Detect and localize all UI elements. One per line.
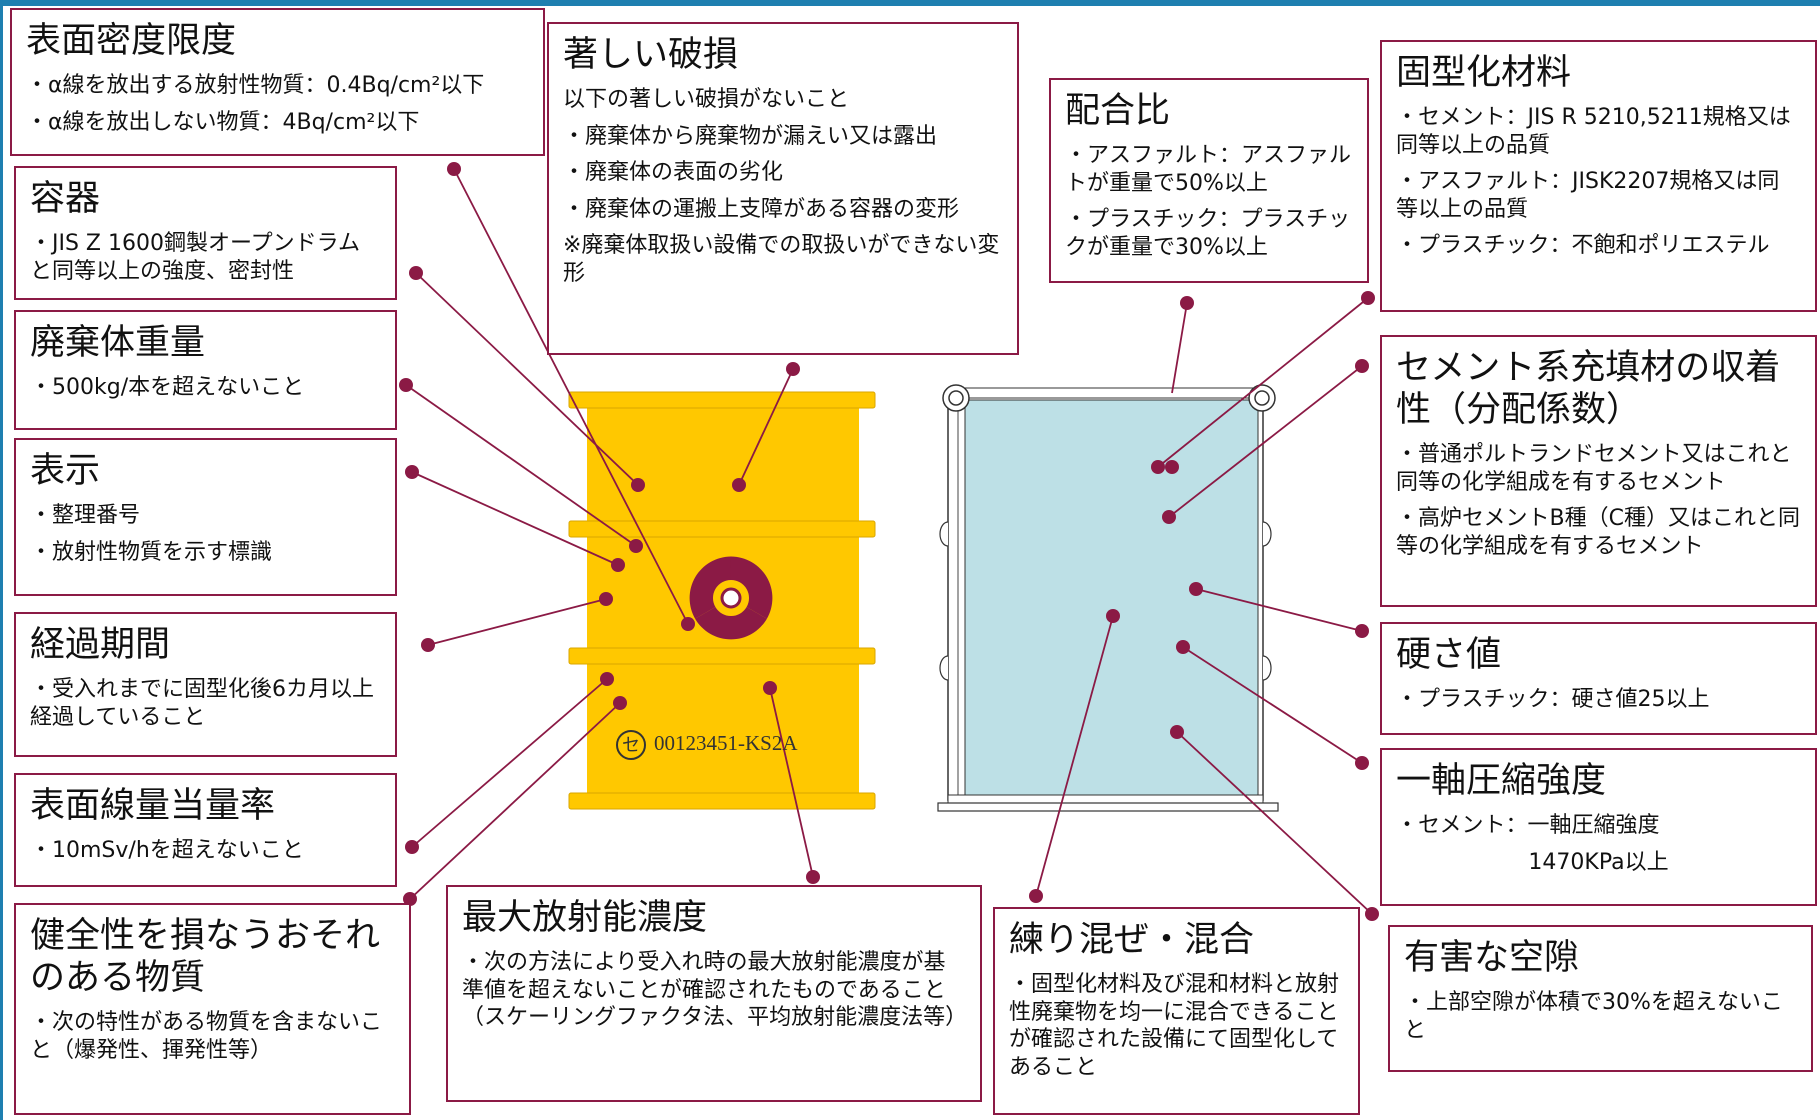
box-sorption: セメント系充填材の収着性（分配係数） ・普通ポルトランドセメント又はこれと同等の…	[1380, 335, 1817, 607]
box-item: ・放射性物質を示す標識	[30, 539, 273, 565]
box-strength: 一軸圧縮強度 ・セメント：一軸圧縮強度 1470KPa以上	[1380, 748, 1817, 906]
box-item: ・廃棄体から廃棄物が漏えい又は露出	[563, 123, 938, 149]
box-item: ・アスファルト：アスファルトが重量で50%以上	[1065, 143, 1352, 196]
leader-hardness	[1195, 588, 1363, 632]
box-title: 最大放射能濃度	[462, 898, 708, 938]
leader-dose-rate	[411, 678, 608, 848]
serial-number: 00123451-KS2A	[654, 730, 798, 755]
box-item: ・プラスチック：プラスチックが重量で30%以上	[1065, 207, 1351, 260]
box-item: ・次の方法により受入れ時の最大放射能濃度が基準値を超えないことが確認されたもので…	[462, 950, 968, 1030]
leader-mix-ratio	[1171, 302, 1188, 394]
box-item: ・整理番号	[30, 503, 141, 528]
box-title: 容器	[30, 179, 101, 219]
box-dose-rate: 表面線量当量率 ・10mSv/hを超えないこと	[14, 773, 397, 887]
box-item: ・廃棄体の運搬上支障がある容器の変形	[563, 196, 960, 222]
box-item: ・500kg/本を超えないこと	[30, 375, 305, 400]
radiation-trefoil-icon	[689, 556, 773, 640]
leader-label	[411, 471, 619, 566]
box-container: 容器 ・JIS Z 1600鋼製オープンドラムと同等以上の強度、密封性	[14, 166, 397, 300]
box-item: ・α線を放出しない物質：4Bq/cm²以下	[26, 109, 420, 135]
box-material: 固型化材料 ・セメント：JIS R 5210,5211規格又は同等以上の品質 ・…	[1380, 40, 1817, 312]
block-base	[937, 802, 1279, 812]
box-elapsed: 経過期間 ・受入れまでに固型化後6カ月以上経過していること	[14, 612, 397, 757]
leader-sorption	[1168, 365, 1363, 518]
box-item: ・受入れまでに固型化後6カ月以上経過していること	[30, 677, 374, 730]
box-item: ・セメント：一軸圧縮強度	[1396, 813, 1660, 838]
box-item: ・次の特性がある物質を含まないこと（爆発性、揮発性等）	[30, 1010, 383, 1063]
leader-elapsed	[427, 598, 607, 646]
box-title: 廃棄体重量	[30, 323, 206, 363]
box-item: ・セメント：JIS R 5210,5211規格又は同等以上の品質	[1396, 105, 1791, 158]
serial-mark: セ	[616, 730, 646, 760]
box-title: 配合比	[1065, 91, 1171, 131]
box-title: 有害な空隙	[1404, 938, 1580, 978]
leader-damage	[738, 368, 794, 486]
box-item: ・アスファルト：JISK2207規格又は同等以上の品質	[1396, 169, 1780, 222]
box-item: ・普通ポルトランドセメント又はこれと同等の化学組成を有するセメント	[1396, 442, 1792, 495]
box-mix-ratio: 配合比 ・アスファルト：アスファルトが重量で50%以上 ・プラスチック：プラスチ…	[1049, 78, 1369, 283]
box-title: 一軸圧縮強度	[1396, 761, 1607, 801]
box-title: 著しい破損	[563, 35, 739, 75]
drum-rib-lower	[568, 647, 876, 665]
drum-rib-upper	[568, 520, 876, 538]
box-item: ・10mSv/hを超えないこと	[30, 838, 304, 863]
drum-serial-label: セ 00123451-KS2A	[616, 730, 798, 760]
leader-max-activity	[769, 687, 814, 878]
box-hardness: 硬さ値 ・プラスチック：硬さ値25以上	[1380, 622, 1817, 735]
box-item: ・プラスチック：硬さ値25以上	[1396, 687, 1710, 712]
box-item: ・プラスチック：不飽和ポリエステル	[1396, 233, 1770, 258]
box-item: ・JIS Z 1600鋼製オープンドラムと同等以上の強度、密封性	[30, 231, 361, 284]
leader-container	[415, 272, 639, 486]
box-item: ※廃棄体取扱い設備での取扱いができない変形	[563, 233, 1000, 286]
drum-top-rim	[568, 391, 876, 409]
leader-surface-density	[453, 168, 689, 625]
left-frame-bar	[0, 0, 3, 1120]
leader-dots	[399, 162, 1379, 921]
block-fill	[964, 399, 1259, 796]
leader-material	[1157, 297, 1369, 468]
box-damage: 著しい破損 以下の著しい破損がないこと ・廃棄体から廃棄物が漏えい又は露出 ・廃…	[547, 22, 1019, 355]
leader-lines	[405, 168, 1373, 915]
box-title: 健全性を損なうおそれのある物質	[30, 916, 381, 998]
box-item: ・上部空隙が体積で30%を超えないこと	[1404, 990, 1783, 1043]
box-title: 表示	[30, 451, 101, 491]
box-item: ・高炉セメントB種（C種）又はこれと同等の化学組成を有するセメント	[1396, 506, 1801, 559]
leader-void	[1176, 731, 1373, 915]
box-max-activity: 最大放射能濃度 ・次の方法により受入れ時の最大放射能濃度が基準値を超えないことが…	[446, 885, 982, 1102]
box-title: 硬さ値	[1396, 635, 1502, 675]
box-kneading: 練り混ぜ・混合 ・固型化材料及び混和材料と放射性廃棄物を均一に混合できることが確…	[993, 907, 1360, 1115]
box-item: 1470KPa以上	[1528, 849, 1669, 875]
box-label: 表示 ・整理番号 ・放射性物質を示す標識	[14, 438, 397, 596]
box-void: 有害な空隙 ・上部空隙が体積で30%を超えないこと	[1388, 925, 1813, 1072]
box-surface-density: 表面密度限度 ・α線を放出する放射性物質：0.4Bq/cm²以下 ・α線を放出し…	[10, 8, 545, 156]
box-title: 固型化材料	[1396, 53, 1572, 93]
solidified-block	[937, 384, 1279, 812]
box-title: セメント系充填材の収着性（分配係数）	[1396, 348, 1781, 430]
top-frame-bar	[0, 0, 1820, 6]
box-title: 経過期間	[30, 625, 171, 665]
box-item: ・固型化材料及び混和材料と放射性廃棄物を均一に混合できることが確認された設備にて…	[1009, 972, 1340, 1080]
box-hazardous: 健全性を損なうおそれのある物質 ・次の特性がある物質を含まないこと（爆発性、揮発…	[14, 903, 411, 1115]
leader-hazardous	[409, 702, 621, 900]
waste-drum	[568, 391, 876, 810]
leader-weight	[405, 384, 637, 547]
box-title: 練り混ぜ・混合	[1009, 920, 1255, 960]
box-item: 以下の著しい破損がないこと	[563, 87, 850, 112]
box-item: ・α線を放出する放射性物質：0.4Bq/cm²以下	[26, 73, 485, 98]
box-title: 表面線量当量率	[30, 786, 276, 826]
drum-bottom-rim	[568, 792, 876, 810]
leader-strength	[1182, 646, 1363, 764]
box-item: ・廃棄体の表面の劣化	[563, 160, 784, 185]
leader-kneading	[1035, 615, 1114, 897]
box-weight: 廃棄体重量 ・500kg/本を超えないこと	[14, 310, 397, 430]
box-title: 表面密度限度	[26, 21, 237, 61]
